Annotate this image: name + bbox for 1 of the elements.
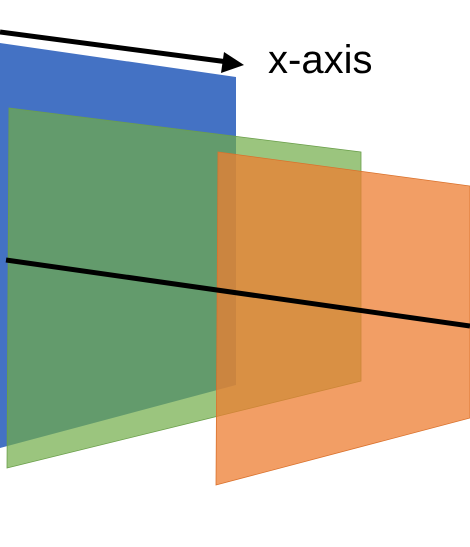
axis-label: x-axis [268,40,372,80]
